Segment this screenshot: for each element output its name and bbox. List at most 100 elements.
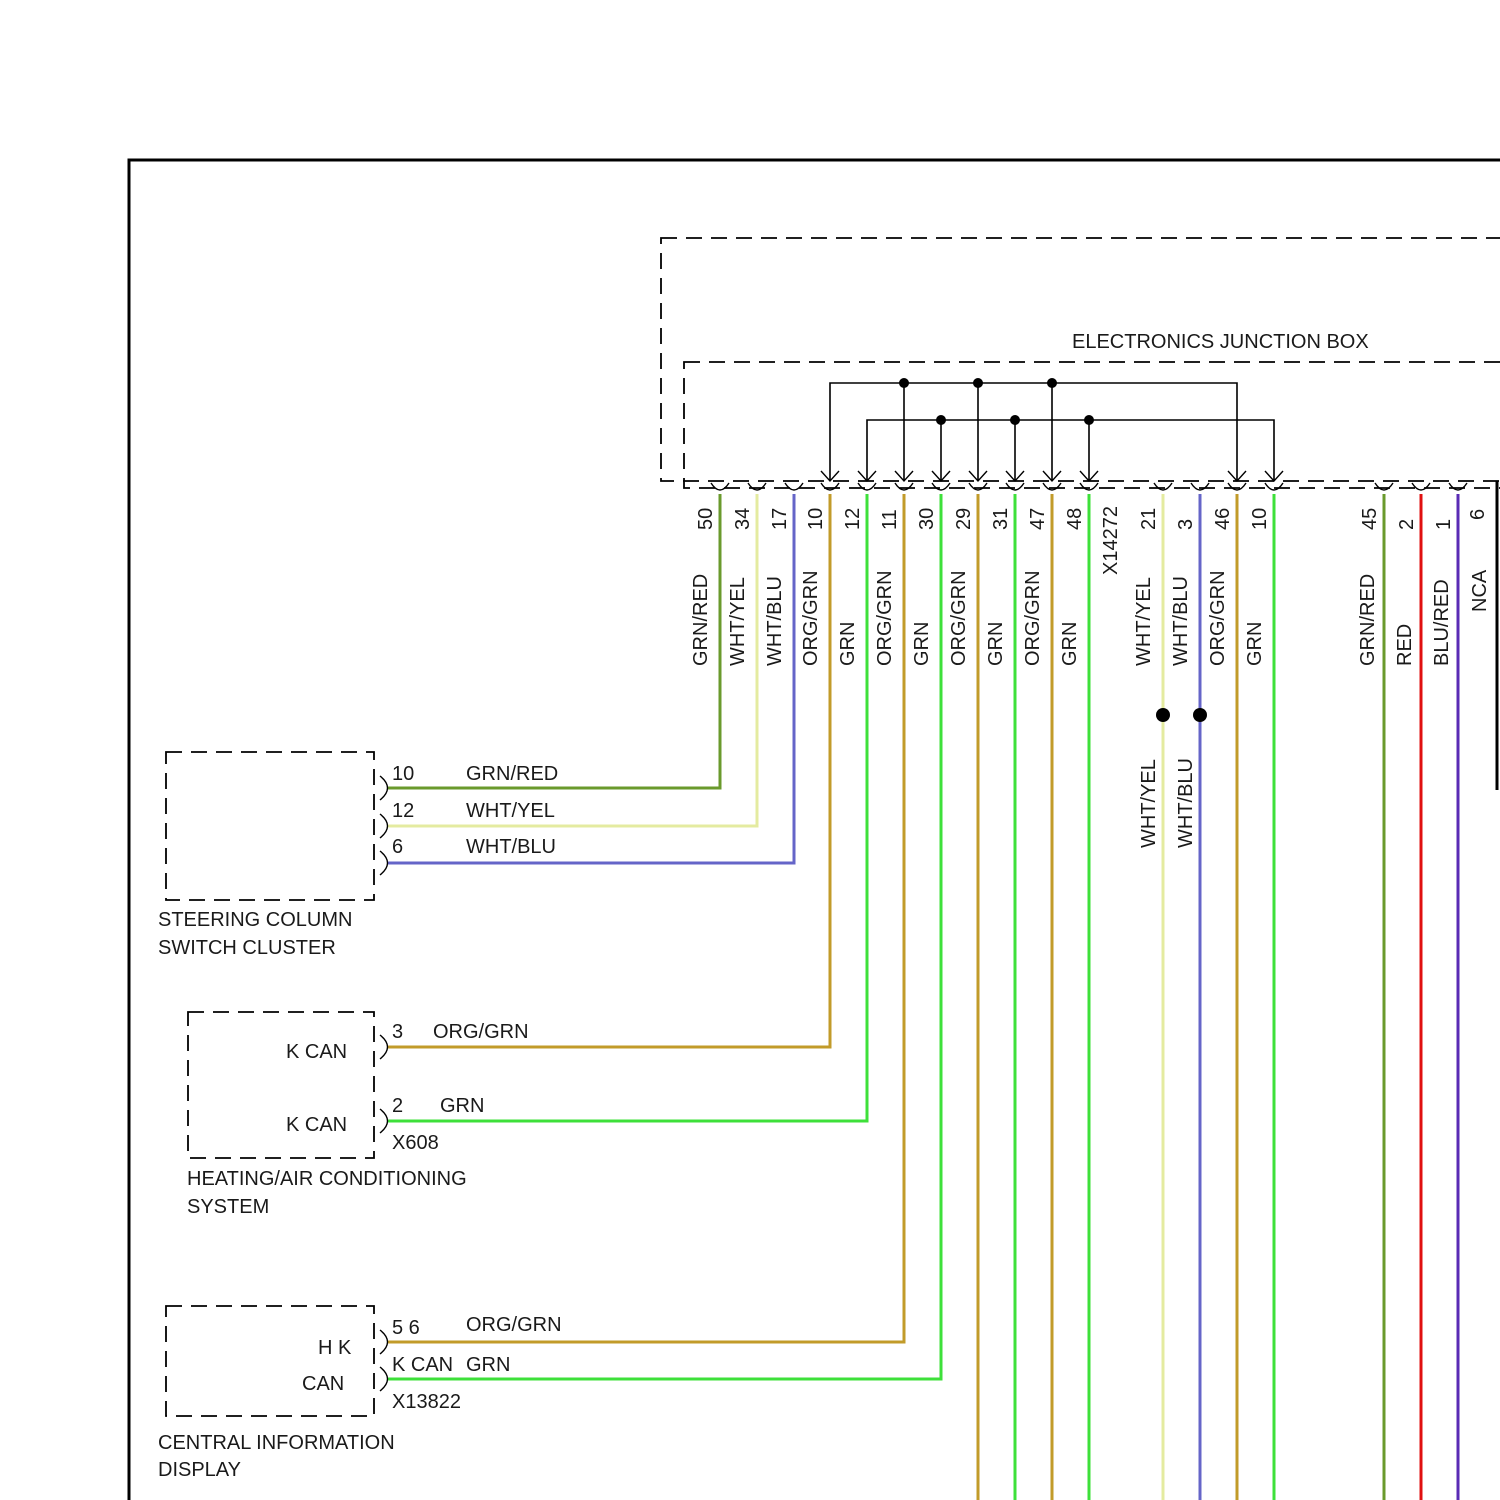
junction-box-connector-id: X14272 [1100, 506, 1122, 575]
pin-number: 10 [805, 508, 827, 530]
component-terminal-symbol [380, 814, 388, 838]
wire-color-label: GRN [837, 622, 859, 666]
component-name-line: HEATING/AIR CONDITIONING [187, 1168, 467, 1190]
pin-number: 2 [1396, 519, 1418, 530]
component-inner-label: K CAN [286, 1114, 347, 1136]
junction-box-pins [711, 483, 1467, 490]
terminal-pin: 3 [392, 1021, 403, 1043]
wire-color-label: ORG/GRN [1022, 570, 1044, 666]
wire-color-label: GRN [911, 622, 933, 666]
pin-number: 3 [1175, 519, 1197, 530]
internal-bus [830, 383, 1237, 480]
component-heating-air-conditioning: K CAN K CAN HEATING/AIR CONDITIONING SYS… [187, 1012, 529, 1218]
component-central-information-display: H K CAN CENTRAL INFORMATION DISPLAY 5 6 … [158, 1306, 562, 1481]
component-terminal-symbol [380, 1109, 388, 1133]
pin-terminal-symbol [1154, 483, 1172, 490]
pin-terminal-symbol [969, 483, 987, 490]
splice-label-wht-blu: WHT/BLU [1175, 758, 1197, 848]
component-name-line: SYSTEM [187, 1196, 269, 1218]
pin-terminal-symbol [895, 483, 913, 490]
wire-grn-red [388, 494, 720, 788]
wire-color-label: BLU/RED [1431, 579, 1453, 666]
pin-terminal-symbol [748, 483, 766, 490]
pin-terminal-symbol [1265, 483, 1283, 490]
pin-number: 6 [1467, 509, 1489, 520]
internal-splice-dot [973, 378, 983, 388]
pin-number: 45 [1359, 508, 1381, 530]
wire-org-grn [388, 494, 904, 1342]
component-terminal-symbol [380, 776, 388, 800]
wire-color-label: ORG/GRN [874, 570, 896, 666]
component-terminal-symbol [380, 851, 388, 875]
internal-bus [867, 420, 1274, 480]
terminal-pin: 2 [392, 1095, 403, 1117]
component-outline [166, 752, 374, 900]
wire-wht-blu [388, 494, 794, 863]
internal-splice-dot [1084, 415, 1094, 425]
junction-box-outline [661, 238, 1500, 481]
internal-splice-dot [1010, 415, 1020, 425]
pin-terminal-symbol [1043, 483, 1061, 490]
terminal-wire-label: WHT/YEL [466, 800, 555, 822]
terminal-wire-label: GRN/RED [466, 763, 558, 785]
pin-number: 17 [769, 508, 791, 530]
component-inner-label: CAN [302, 1373, 344, 1395]
terminal-wire-label: GRN [466, 1354, 510, 1376]
pin-terminal-symbol [1080, 483, 1098, 490]
wire-color-label: GRN/RED [1357, 574, 1379, 666]
component-connector-id: X608 [392, 1132, 439, 1154]
terminal-wire-label: WHT/BLU [466, 836, 556, 858]
pin-terminal-symbol [821, 483, 839, 490]
wire-color-label: NCA [1469, 569, 1491, 612]
pin-number: 10 [1249, 508, 1271, 530]
component-outline [188, 1012, 374, 1158]
pin-terminal-symbol [1191, 483, 1209, 490]
wire-color-label: ORG/GRN [800, 570, 822, 666]
wire-color-label: WHT/YEL [1133, 577, 1155, 666]
pin-terminal-symbol [785, 483, 803, 490]
pin-number: 11 [879, 509, 901, 530]
wire-color-label: RED [1394, 624, 1416, 666]
pin-number: 48 [1064, 508, 1086, 530]
wire-color-label: GRN [1244, 622, 1266, 666]
terminal-pin: 10 [392, 763, 414, 785]
pin-number: 50 [695, 508, 717, 530]
pin-terminal-symbol [1412, 483, 1430, 490]
wire-color-label: ORG/GRN [1207, 570, 1229, 666]
splice-dot-wht-yel [1156, 708, 1170, 722]
wire-color-label: WHT/BLU [1170, 576, 1192, 666]
component-inner-label: H K [318, 1337, 352, 1359]
page-frame [129, 160, 1500, 1500]
pin-number: 31 [990, 508, 1012, 530]
pin-terminal-symbol [1449, 483, 1467, 490]
component-name-line: CENTRAL INFORMATION [158, 1432, 395, 1454]
internal-splice-dot [936, 415, 946, 425]
pin-number: 21 [1138, 508, 1160, 530]
wire-color-label: GRN/RED [690, 574, 712, 666]
component-name-line: DISPLAY [158, 1459, 241, 1481]
component-connector-id: X13822 [392, 1391, 461, 1413]
component-steering-column-switch-cluster: STEERING COLUMN SWITCH CLUSTER 10 GRN/RE… [158, 752, 558, 959]
pin-number: 47 [1027, 508, 1049, 530]
pin-terminal-symbol [858, 483, 876, 490]
splice-label-wht-yel: WHT/YEL [1138, 759, 1160, 848]
pin-number: 1 [1433, 519, 1455, 530]
pin-terminal-symbol [1006, 483, 1024, 490]
junction-box-title: ELECTRONICS JUNCTION BOX [1072, 331, 1369, 353]
internal-splice-dot [1047, 378, 1057, 388]
wire-color-label: GRN [1059, 622, 1081, 666]
pin-number: 34 [732, 508, 754, 530]
pin-number: 30 [916, 508, 938, 530]
terminal-pin: K CAN [392, 1354, 453, 1376]
component-outline [166, 1306, 374, 1416]
component-inner-label: K CAN [286, 1041, 347, 1063]
pin-terminal-symbol [932, 483, 950, 490]
component-name-line: STEERING COLUMN [158, 909, 352, 931]
terminal-wire-label: ORG/GRN [433, 1021, 529, 1043]
wire-color-label: ORG/GRN [948, 570, 970, 666]
terminal-pin: 12 [392, 800, 414, 822]
internal-splice-dot [899, 378, 909, 388]
component-terminal-symbol [380, 1330, 388, 1354]
pin-number: 29 [953, 508, 975, 530]
